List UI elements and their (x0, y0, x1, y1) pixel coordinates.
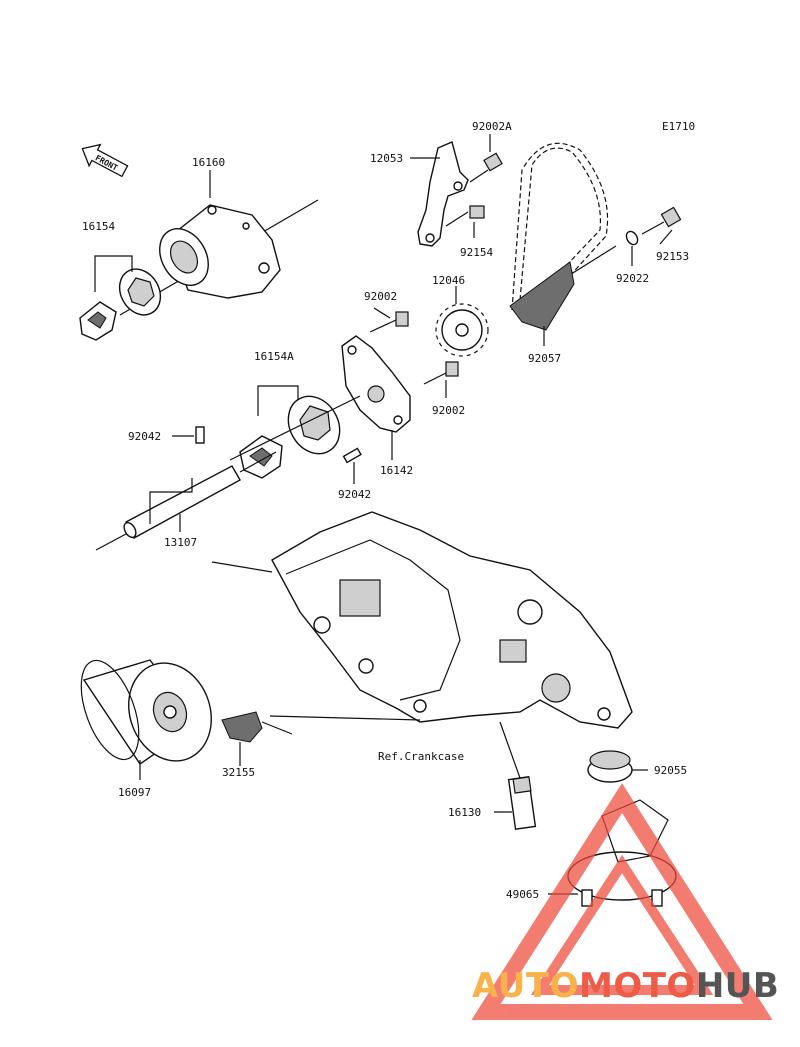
plug-92055 (587, 750, 633, 783)
label-92002-top: 92002 (364, 290, 397, 303)
fitting-16130 (499, 721, 537, 830)
pump-cover-16142 (341, 335, 411, 433)
label-92153: 92153 (656, 250, 689, 263)
label-16130: 16130 (448, 806, 481, 819)
label-32155: 32155 (222, 766, 255, 779)
rotor-set-16154 (79, 268, 162, 341)
bracket-12053 (417, 141, 469, 247)
bolt-92154 (445, 205, 485, 227)
bolt-92002-top (369, 311, 409, 333)
label-16097: 16097 (118, 786, 151, 799)
tool-49065 (567, 799, 677, 907)
shaft-13107 (95, 451, 277, 551)
bolt-92002A (469, 152, 503, 183)
rotor-set-16154A (239, 395, 341, 479)
label-ref-crankcase: Ref.Crankcase (378, 750, 464, 763)
brand-auto: AUTO (472, 966, 579, 1006)
label-12053: 12053 (370, 152, 403, 165)
drive-chain-92057 (509, 142, 609, 331)
washer-92022 (625, 230, 639, 246)
brand-hub: HUB (695, 966, 780, 1006)
oil-filter-16097 (80, 659, 212, 765)
label-16154A: 16154A (254, 350, 294, 363)
bolt-92002-mid (423, 361, 459, 385)
label-12046: 12046 (432, 274, 465, 287)
label-92042-left: 92042 (128, 430, 161, 443)
label-92022: 92022 (616, 272, 649, 285)
watermark-logo-icon (471, 783, 773, 1020)
label-92002-mid: 92002 (432, 404, 465, 417)
label-16142: 16142 (380, 464, 413, 477)
label-49065: 49065 (506, 888, 539, 901)
label-92042-bottom: 92042 (338, 488, 371, 501)
pump-body-16160 (159, 204, 281, 299)
brand-moto: MOTO (578, 966, 696, 1006)
label-16154: 16154 (82, 220, 115, 233)
bolt-92153 (641, 206, 682, 235)
label-16160: 16160 (192, 156, 225, 169)
label-92055: 92055 (654, 764, 687, 777)
watermark-brand: AUTOMOTOHUB (472, 966, 792, 1006)
label-92154: 92154 (460, 246, 493, 259)
diagram-code: E1710 (662, 120, 695, 133)
label-13107: 13107 (164, 536, 197, 549)
label-92002A: 92002A (472, 120, 512, 133)
front-arrow-icon: FRONT (81, 143, 129, 178)
pin-92042-bottom (342, 447, 362, 464)
crankcase-reference (211, 511, 633, 729)
leader-lines (94, 134, 673, 895)
label-92057: 92057 (528, 352, 561, 365)
pin-92042-left (195, 426, 205, 444)
sprocket-12046 (435, 303, 489, 357)
pipe-32155 (221, 711, 293, 743)
